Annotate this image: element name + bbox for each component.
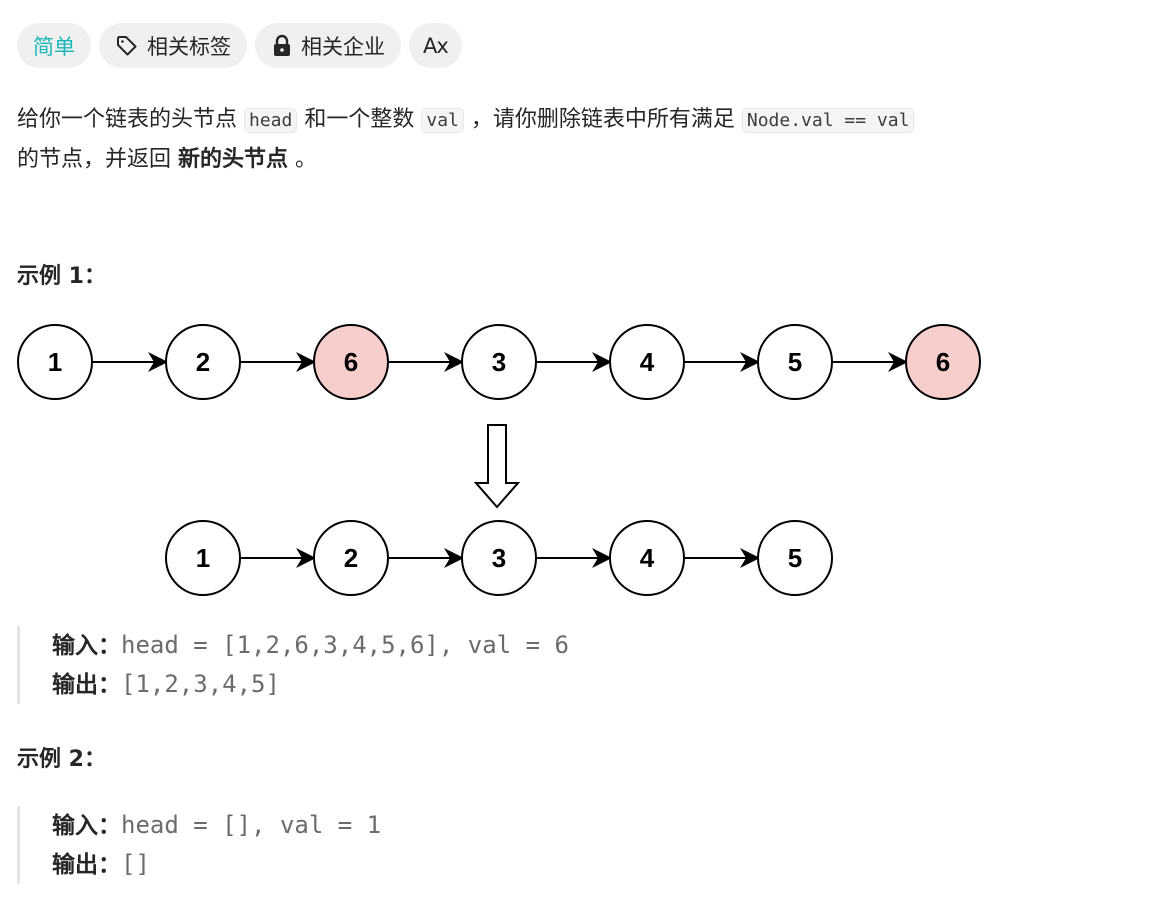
node-value: 2 — [344, 543, 358, 573]
node-value: 5 — [788, 543, 802, 573]
output-value: [1,2,3,4,5] — [121, 670, 280, 698]
example-2-block: 输入：head = [], val = 1 输出：[] — [17, 806, 381, 884]
desc-text: 和一个整数 — [297, 107, 422, 132]
lock-icon — [271, 34, 293, 58]
list-node — [905, 324, 981, 400]
difficulty-tag[interactable]: 简单 — [17, 23, 91, 68]
code-condition: Node.val == val — [741, 108, 915, 133]
node-value: 6 — [936, 347, 950, 377]
related-tags-label: 相关标签 — [147, 34, 231, 59]
desc-text: 的节点，并返回 — [17, 147, 178, 172]
related-tags-button[interactable]: 相关标签 — [99, 23, 247, 68]
node-value: 5 — [788, 347, 802, 377]
input-value: head = [1,2,6,3,4,5,6], val = 6 — [121, 631, 569, 659]
code-val: val — [421, 108, 464, 133]
input-label: 输入： — [52, 813, 121, 839]
list-after: 1 2 3 4 5 — [165, 520, 833, 596]
example-1-title: 示例 1： — [17, 264, 106, 289]
down-arrow-icon — [473, 424, 521, 509]
example-1-block: 输入：head = [1,2,6,3,4,5,6], val = 6 输出：[1… — [17, 626, 569, 704]
translate-icon: Ax — [423, 33, 449, 58]
output-label: 输出： — [52, 672, 121, 698]
output-label: 输出： — [52, 852, 121, 878]
node-value: 1 — [196, 543, 210, 573]
related-companies-label: 相关企业 — [301, 34, 385, 59]
example-2-title: 示例 2： — [17, 747, 106, 772]
code-head: head — [244, 108, 298, 133]
node-value: 6 — [344, 347, 358, 377]
node-value: 3 — [492, 543, 506, 573]
node-value: 2 — [196, 347, 210, 377]
node-value: 4 — [640, 543, 655, 573]
desc-text: 给你一个链表的头节点 — [17, 107, 244, 132]
list-node — [757, 520, 833, 596]
tag-bar: 简单 相关标签 相关企业 Ax — [17, 23, 462, 68]
desc-bold: 新的头节点 — [178, 147, 289, 172]
desc-text: 。 — [288, 147, 318, 172]
input-value: head = [], val = 1 — [121, 811, 382, 839]
translate-button[interactable]: Ax — [409, 23, 462, 68]
list-before: 1 2 6 3 4 5 6 — [17, 324, 981, 400]
node-value: 4 — [640, 347, 655, 377]
related-companies-button[interactable]: 相关企业 — [255, 23, 401, 68]
linked-list-diagram: 1 2 6 3 4 5 6 1 2 3 4 5 — [17, 324, 981, 596]
desc-text: ，请你删除链表中所有满足 — [463, 107, 742, 132]
difficulty-label: 简单 — [33, 34, 75, 59]
output-value: [] — [121, 850, 150, 878]
problem-description: 给你一个链表的头节点 head 和一个整数 val ，请你删除链表中所有满足 N… — [17, 100, 1137, 179]
tag-icon — [115, 34, 139, 58]
node-value: 3 — [492, 347, 506, 377]
input-label: 输入： — [52, 633, 121, 659]
node-value: 1 — [48, 347, 62, 377]
